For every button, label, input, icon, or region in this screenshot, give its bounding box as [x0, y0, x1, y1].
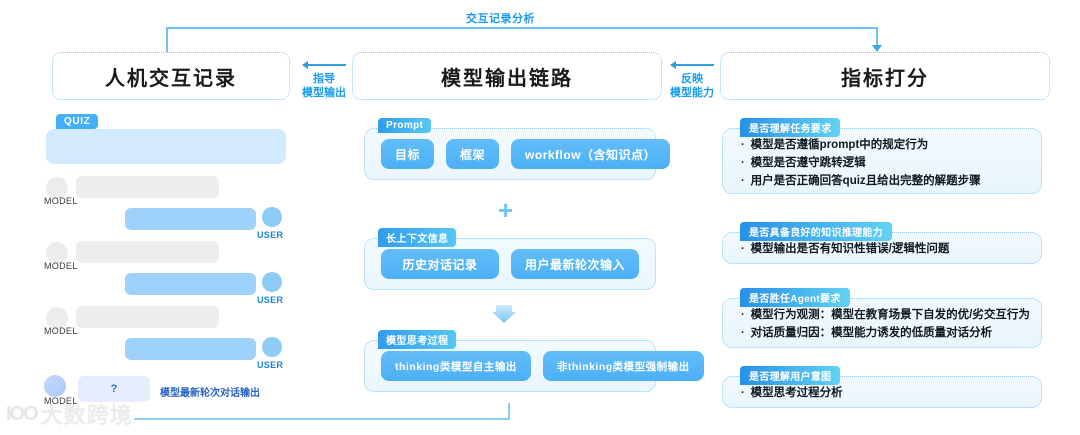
chain-pill-non-thinking-forced[interactable]: 非thinking类模型强制输出	[542, 351, 704, 381]
metric-item: ·模型思考过程分析	[741, 384, 1031, 402]
bubble-model-latest: ?	[78, 376, 150, 402]
arrow-right-head-icon	[670, 60, 676, 69]
chevron-down-icon	[492, 303, 516, 330]
avatar-user-3	[262, 337, 282, 357]
quiz-tag: QUIZ	[56, 114, 99, 129]
arrow-left-head-icon	[302, 60, 308, 69]
bubble-user-3	[125, 338, 256, 360]
chain-group-thinking-tag: 模型思考过程	[378, 330, 457, 349]
bullet-icon: ·	[741, 175, 745, 187]
top-connector-arrowhead-icon	[872, 45, 882, 52]
chain-group-prompt-tag: Prompt	[378, 118, 432, 133]
metric-group-user-intent: 是否理解用户意图 ·模型思考过程分析	[722, 366, 1042, 408]
metric-group-knowledge-reasoning-tag: 是否具备良好的知识推理能力	[740, 222, 892, 241]
metric-group-agent-capability-tag: 是否胜任Agent要求	[740, 288, 850, 307]
top-connector-horizontal	[166, 27, 878, 29]
bullet-icon: ·	[741, 309, 745, 321]
role-label-user-1: USER	[257, 230, 284, 240]
bottom-connector-right-stem	[508, 403, 510, 420]
bullet-icon: ·	[741, 387, 745, 399]
chain-group-prompt: Prompt 目标 框架 workflow（含知识点）	[364, 118, 671, 180]
avatar-user-2	[262, 272, 282, 292]
metric-item: ·模型行为观测：模型在教育场景下自发的优/劣交互行为	[741, 306, 1031, 324]
watermark-text: 大数跨境	[40, 403, 133, 428]
top-connector-right-stem	[876, 27, 878, 47]
panel-title-left: 人机交互记录	[105, 67, 237, 90]
role-label-model-3: MODEL	[44, 326, 78, 336]
bubble-user-1	[125, 208, 256, 230]
arrow-right-label-line2: 模型能力	[670, 87, 714, 99]
role-label-model-2: MODEL	[44, 261, 78, 271]
metric-group-task-understanding: 是否理解任务要求 ·模型是否遵循prompt中的规定行为 ·模型是否遵守跳转逻辑…	[722, 118, 1042, 194]
avatar-model-3	[46, 307, 68, 329]
bubble-model-2	[76, 241, 219, 263]
metric-item: ·用户是否正确回答quiz且给出完整的解题步骤	[741, 172, 1031, 190]
latest-output-note: 模型最新轮次对话输出	[160, 388, 260, 399]
metric-item: ·模型是否遵守跳转逻辑	[741, 154, 1031, 172]
chain-group-long-context-tag: 长上下文信息	[378, 228, 457, 247]
chain-group-thinking: 模型思考过程 thinking类模型自主输出 非thinking类模型强制输出	[364, 330, 704, 392]
flow-top-label: 交互记录分析	[466, 13, 535, 25]
metric-item: ·对话质量归因：模型能力诱发的低质量对话分析	[741, 324, 1031, 342]
chain-pill-history[interactable]: 历史对话记录	[381, 249, 499, 279]
chain-pill-thinking-auto[interactable]: thinking类模型自主输出	[381, 351, 531, 381]
role-label-user-2: USER	[257, 295, 284, 305]
quiz-body-placeholder	[46, 129, 286, 164]
bullet-icon: ·	[741, 243, 745, 255]
panel-header-left: 人机交互记录	[52, 52, 290, 100]
watermark: IOO 大数跨境	[6, 398, 133, 430]
top-connector-left-stem	[166, 27, 168, 53]
metric-group-user-intent-tag: 是否理解用户意图	[740, 366, 841, 385]
role-label-model-latest: MODEL	[44, 396, 78, 406]
chain-group-long-context: 长上下文信息 历史对话记录 用户最新轮次输入	[364, 228, 656, 290]
bullet-icon: ·	[741, 157, 745, 169]
avatar-model-latest	[44, 375, 66, 397]
role-label-user-3: USER	[257, 360, 284, 370]
panel-header-right: 指标打分	[720, 52, 1050, 100]
metric-group-task-understanding-tag: 是否理解任务要求	[740, 118, 841, 137]
bubble-model-3	[76, 306, 219, 328]
bullet-icon: ·	[741, 327, 745, 339]
bubble-latest-text: ?	[110, 383, 118, 395]
arrow-left-label-line2: 模型输出	[302, 87, 346, 99]
metric-item: ·模型输出是否有知识性错误/逻辑性问题	[741, 240, 1031, 258]
watermark-logo-icon: IOO	[6, 402, 39, 425]
metric-group-knowledge-reasoning: 是否具备良好的知识推理能力 ·模型输出是否有知识性错误/逻辑性问题	[722, 222, 1042, 264]
chain-pill-goal[interactable]: 目标	[381, 139, 435, 169]
plus-symbol: +	[498, 195, 514, 225]
chain-pill-workflow[interactable]: workflow（含知识点）	[511, 139, 671, 169]
arrow-guide-model-output: 指导 模型输出	[300, 60, 348, 100]
bottom-connector-horizontal	[134, 418, 510, 420]
chain-pill-latest-input[interactable]: 用户最新轮次输入	[510, 249, 639, 279]
metric-item: ·模型是否遵循prompt中的规定行为	[741, 136, 1031, 154]
arrow-right-label-line1: 反映	[681, 73, 703, 85]
panel-title-middle: 模型输出链路	[441, 67, 573, 90]
metric-group-agent-capability: 是否胜任Agent要求 ·模型行为观测：模型在教育场景下自发的优/劣交互行为 ·…	[722, 288, 1042, 348]
role-label-model-1: MODEL	[44, 196, 78, 206]
chain-pill-framework[interactable]: 框架	[446, 139, 500, 169]
panel-title-right: 指标打分	[841, 67, 929, 90]
avatar-model-2	[46, 242, 68, 264]
bubble-model-1	[76, 176, 219, 198]
avatar-user-1	[262, 207, 282, 227]
avatar-model-1	[46, 177, 68, 199]
panel-header-middle: 模型输出链路	[352, 52, 662, 100]
bubble-user-2	[125, 273, 256, 295]
bullet-icon: ·	[741, 139, 745, 151]
arrow-left-label-line1: 指导	[313, 73, 335, 85]
arrow-reflect-model-capability: 反映 模型能力	[668, 60, 716, 100]
